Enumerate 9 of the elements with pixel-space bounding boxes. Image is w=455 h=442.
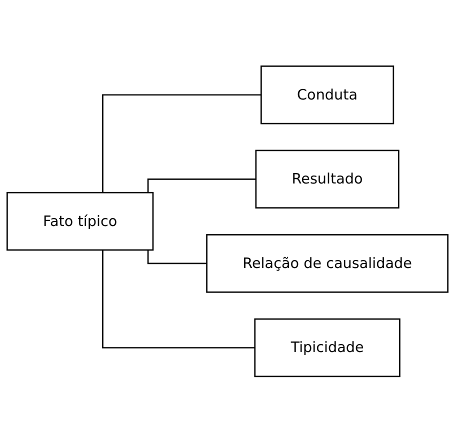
connector: [147, 178, 256, 192]
connector: [102, 94, 262, 192]
node-box: Tipicidade: [254, 318, 400, 377]
node-box: Relação de causalidade: [206, 234, 448, 292]
connector: [102, 250, 255, 348]
node-box: Fato típico: [6, 192, 154, 250]
connector: [147, 250, 207, 264]
node-box: Conduta: [260, 65, 394, 124]
node-box: Resultado: [255, 149, 400, 208]
